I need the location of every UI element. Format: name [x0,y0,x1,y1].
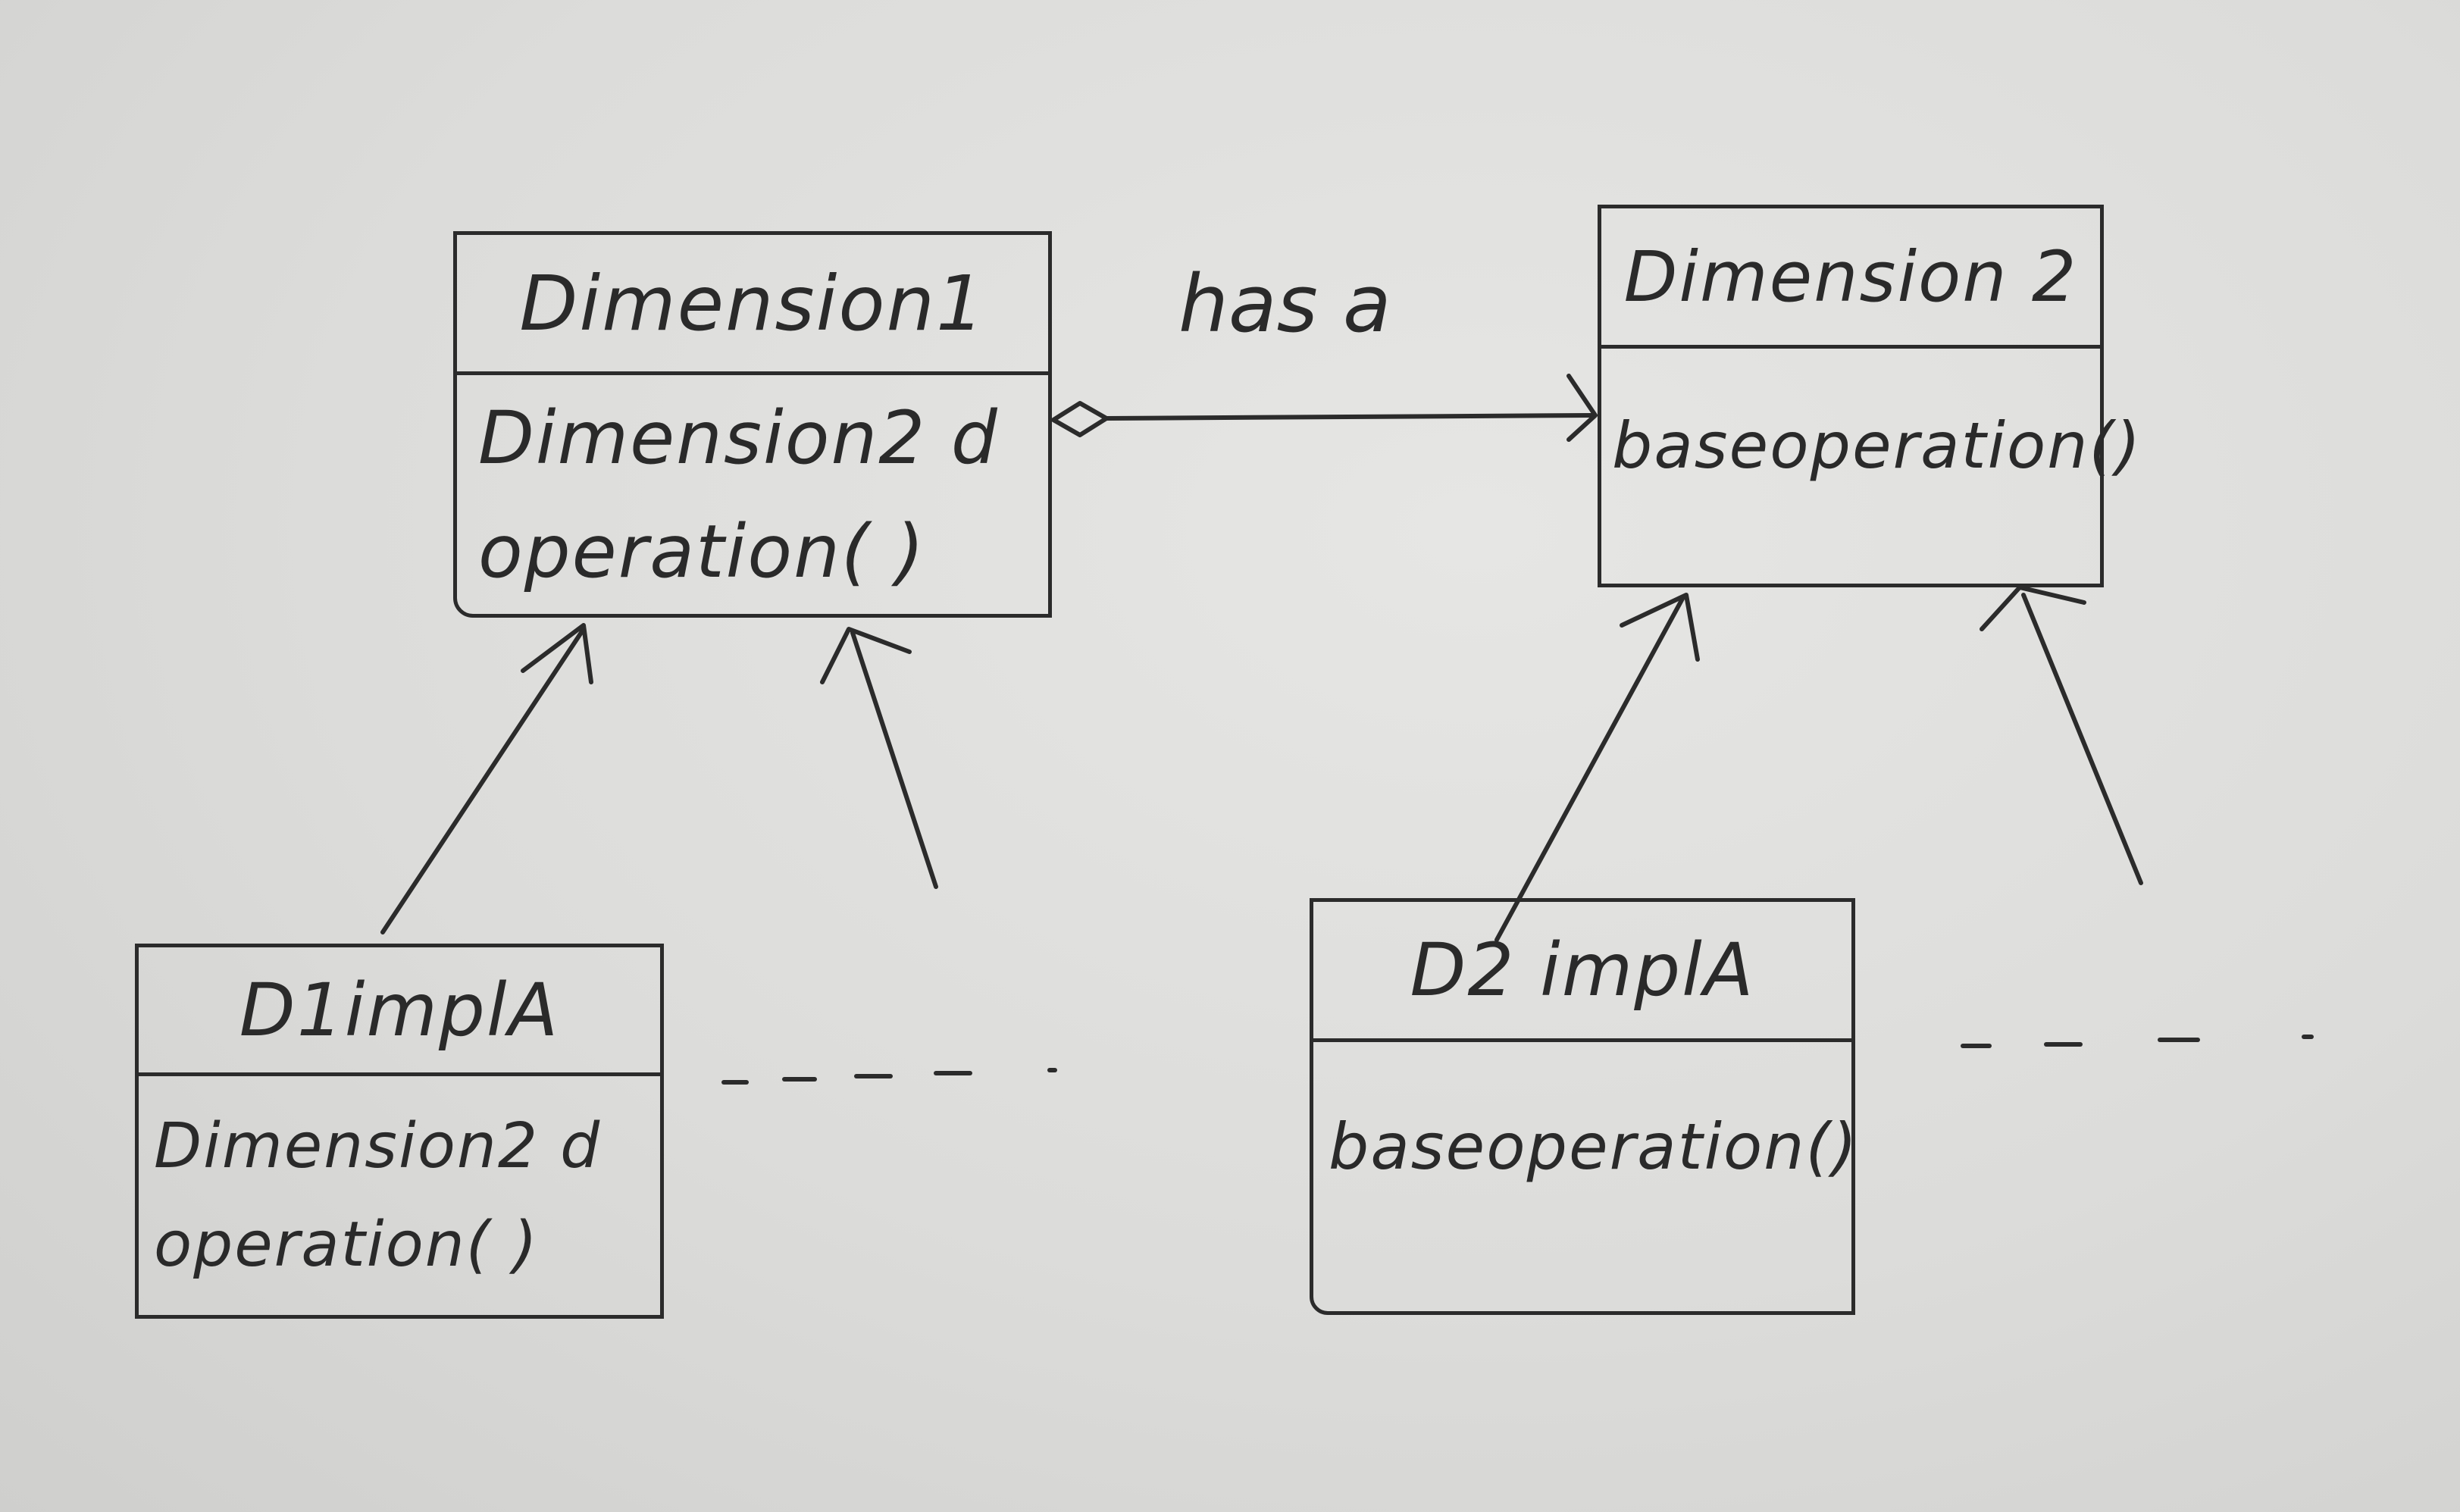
inherit-arrowhead-d2-other [1980,585,2086,631]
aggregation-line [1104,413,1594,421]
member-method: operation( ) [478,509,926,594]
class-name: D2 implA [1313,902,1851,1042]
inherit-line-d2-other [2021,593,2143,885]
ellipsis-d2-siblings [1961,1035,2314,1048]
aggregation-diamond [1051,401,1109,437]
class-members: baseoperation() [1313,1042,1859,1251]
class-name: D1implA [139,947,660,1076]
class-d2impla: D2 implA baseoperation() [1310,898,1859,1315]
class-members: Dimension2 d operation( ) [457,375,1048,614]
member-field: Dimension2 d [154,1110,602,1182]
ellipsis-d1-siblings [721,1068,1057,1085]
aggregation-arrowhead [1566,374,1598,442]
class-name: Dimension 2 [1601,208,2100,349]
class-name: Dimension1 [457,235,1048,375]
class-dimension2: Dimension 2 baseoperation() [1598,205,2142,587]
member-method: baseoperation() [1612,408,2142,483]
aggregation-label: has a [1178,258,1391,350]
class-members: Dimension2 d operation( ) [139,1076,660,1315]
class-d1impla: D1implA Dimension2 d operation( ) [135,944,664,1319]
member-field: Dimension2 d [478,395,999,481]
inherit-line-d2impla [1494,596,1685,942]
class-dimension1: Dimension1 Dimension2 d operation( ) [453,231,1052,618]
inherit-arrowhead-d1-other [820,627,912,684]
inherit-line-d1impla [380,627,586,934]
inherit-arrowhead-d2impla [1620,593,1700,662]
inherit-line-d1-other [850,631,938,889]
member-method: operation( ) [154,1208,539,1281]
class-members: baseoperation() [1601,349,2142,542]
member-method: baseoperation() [1329,1109,1859,1184]
inherit-arrowhead-d1impla [521,623,593,684]
